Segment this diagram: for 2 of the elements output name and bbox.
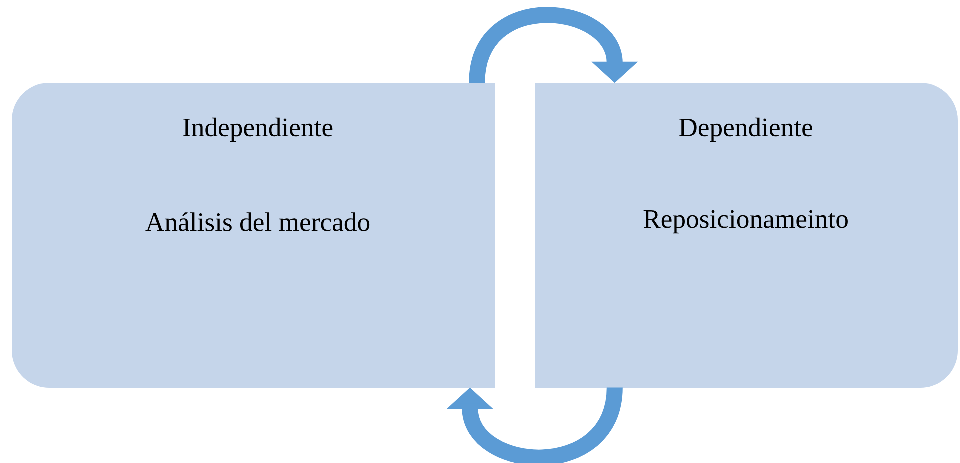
rounded-box: Dependiente Reposicionameinto (535, 83, 958, 388)
rounded-box: Independiente Análisis del mercado (12, 83, 495, 388)
